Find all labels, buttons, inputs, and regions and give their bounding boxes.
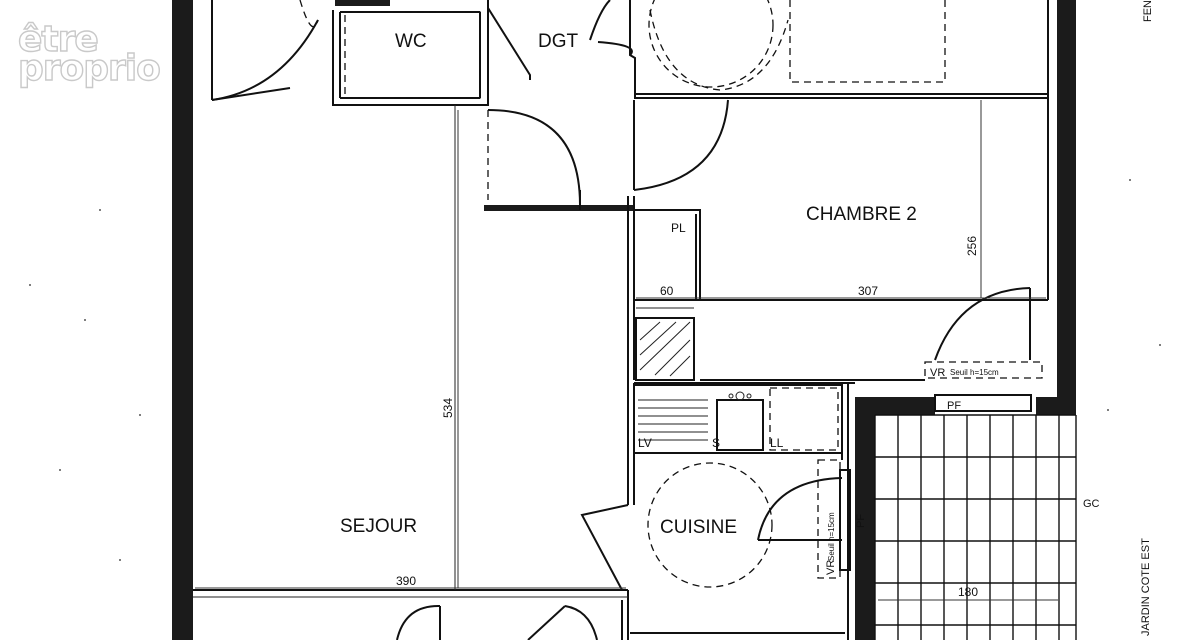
kitchen-fixtures: [633, 307, 843, 454]
sejour-pf-leaf-right: [564, 605, 598, 640]
terrace-wall-bottom: [1036, 397, 1076, 415]
label-jardin-cote-est: JARDIN COTE EST: [1140, 538, 1152, 636]
label-pf-side: PF: [855, 514, 867, 528]
watermark-line1: être: [18, 19, 98, 60]
label-volet-top: VR: [930, 367, 945, 379]
label-garde-corps: GC: [1083, 498, 1100, 510]
corridor-door-swing: [487, 109, 581, 206]
porte-fenetre-top: [934, 394, 1032, 412]
chambre-door-swing: [633, 99, 729, 191]
dgt-chambre-partition: [629, 0, 1048, 99]
wc-dashed-zone: [344, 11, 481, 99]
bed-outline: [789, 0, 946, 83]
room-label-sejour: SEJOUR: [340, 516, 417, 537]
left-exterior-wall: [172, 0, 193, 640]
sink-drain-icon: [735, 391, 745, 401]
sink-basin: [716, 399, 764, 451]
room-label-dgt: DGT: [538, 31, 579, 52]
wc-enclosure: [332, 10, 489, 106]
label-pf-top: PF: [947, 400, 961, 412]
door-swings: [211, 0, 1031, 640]
interior-partitions: [193, 0, 1049, 640]
corridor-wall: [484, 205, 634, 211]
dim-chambre-depth: 256: [965, 236, 979, 256]
dgt-turning-circle: [648, 0, 774, 88]
pf-door-swing-side: [757, 477, 843, 541]
duct-crosshatch: [639, 321, 691, 377]
porte-fenetre-side: [839, 469, 851, 571]
top-wall-stub: [335, 0, 390, 6]
watermark-logo: être proprio: [17, 18, 162, 89]
label-lave-linge: LL: [770, 436, 784, 450]
room-label-wc: WC: [395, 31, 427, 52]
dim-terrace-width: 180: [958, 585, 978, 599]
washing-machine-zone: [769, 387, 839, 451]
terrace-tiles: [874, 414, 1077, 640]
volet-roulant-side: [817, 459, 841, 579]
label-lave-vaisselle: LV: [638, 436, 652, 450]
furniture-outlines: [344, 0, 946, 588]
window-fittings: [817, 361, 1043, 579]
dimension-lines: [195, 100, 1058, 601]
terrace-wall-top: [855, 397, 935, 415]
sejour-pf-leaf-left: [396, 604, 441, 640]
label-volet-side: VR: [825, 560, 837, 575]
label-top-right-fragment: FEN: [1142, 0, 1154, 22]
label-volet-side-note: Seuil h=15cm: [827, 512, 836, 561]
pf-door-swing-top: [934, 287, 1031, 361]
dim-sejour-depth: 534: [441, 398, 455, 418]
scan-specks: [29, 179, 1161, 561]
right-exterior-wall-chambre: [1057, 0, 1076, 402]
chambre-bed-circle: [649, 9, 789, 91]
label-volet-top-note: Seuil h=15cm: [950, 368, 999, 377]
kitchen-turning-circle: [647, 462, 773, 588]
dim-sejour-width: 390: [396, 574, 416, 588]
room-label-chambre-2: CHAMBRE 2: [806, 204, 917, 225]
dim-chambre-width: 307: [858, 284, 878, 298]
kitchen-counter: [633, 384, 843, 454]
volet-roulant-top: [924, 361, 1043, 379]
terrace-wall-left: [855, 397, 875, 640]
technical-duct: [635, 317, 695, 381]
exterior-walls: [172, 0, 1076, 640]
dim-placard-width: 60: [660, 284, 674, 298]
room-label-cuisine: CUISINE: [660, 517, 737, 538]
dishwasher-hatch: [638, 399, 708, 441]
placard-outline: [634, 209, 701, 300]
watermark-line2: proprio: [18, 48, 160, 89]
dgt-door-swing: [597, 41, 633, 56]
room-label-placard: PL: [671, 221, 686, 235]
label-evier: S: [712, 436, 720, 450]
